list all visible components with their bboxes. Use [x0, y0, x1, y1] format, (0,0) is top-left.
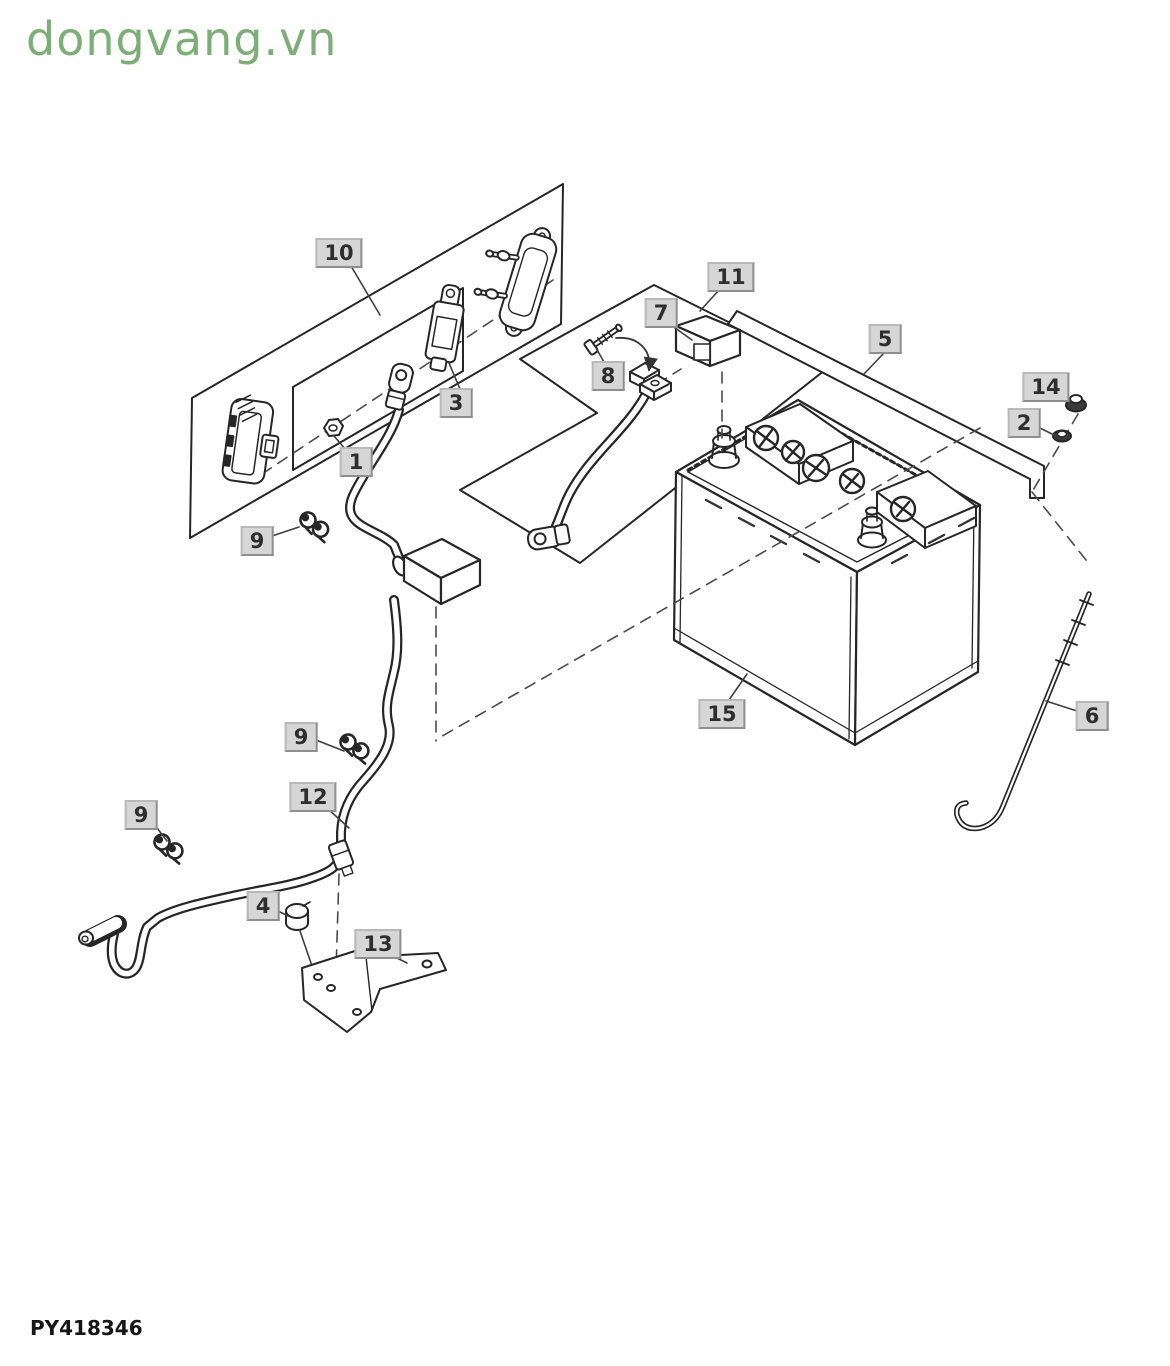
- phillips-screws: [752, 424, 917, 523]
- callout-9-a: 9: [240, 526, 274, 556]
- battery-positive-post: [708, 425, 740, 469]
- cable-12-ring-terminal: [384, 362, 414, 411]
- inline-fuse-box: [392, 537, 482, 606]
- cable-end-boot: [78, 915, 127, 947]
- callout-2: 2: [1007, 408, 1041, 438]
- callout-15: 15: [698, 699, 746, 729]
- callout-6: 6: [1075, 701, 1109, 731]
- callout-9-b: 9: [284, 722, 318, 752]
- watermark-text: dongvang.vn: [26, 12, 338, 66]
- module-connector: [221, 394, 280, 485]
- battery-negative-post: [857, 506, 887, 549]
- callout-8: 8: [591, 361, 625, 391]
- j-bolt-6: [953, 591, 1094, 832]
- battery-face-marks: [704, 498, 976, 565]
- nut-1: [323, 418, 344, 437]
- battery: [672, 398, 982, 747]
- callout-4: 4: [246, 891, 280, 921]
- callout-9-c: 9: [124, 800, 158, 830]
- positive-cable: [526, 362, 672, 551]
- callout-13: 13: [354, 929, 402, 959]
- terminal-block: [473, 227, 558, 337]
- callout-10: 10: [315, 238, 363, 268]
- wing-nut-14: [1065, 394, 1087, 413]
- clip-9-b: [339, 733, 370, 765]
- callout-7: 7: [644, 298, 678, 328]
- callout-1: 1: [339, 447, 373, 477]
- bolt-8: [583, 323, 623, 356]
- grommet-leader-line: [299, 930, 313, 967]
- callout-3: 3: [439, 388, 473, 418]
- callout-14: 14: [1022, 372, 1070, 402]
- callout-5: 5: [868, 324, 902, 354]
- fuse-link-3: [424, 283, 465, 373]
- figure-part-code: PY418346: [30, 1316, 143, 1340]
- clip-9-a: [299, 511, 330, 544]
- callout-12: 12: [289, 782, 337, 812]
- nut-2: [1052, 429, 1072, 443]
- assembly-dashed-lines-right: [335, 368, 1091, 973]
- callout-leader-lines: [153, 265, 1078, 964]
- grommet-4: [285, 901, 311, 931]
- clip-9-c: [153, 833, 184, 865]
- install-direction-arrow: [615, 337, 658, 372]
- cable-12: [78, 362, 482, 979]
- cable-clamp-band: [327, 839, 355, 877]
- positive-cable-ring-terminal: [526, 523, 571, 551]
- bracket-13: [301, 949, 447, 1033]
- terminal-cover-7: [674, 314, 742, 368]
- callout-11: 11: [707, 262, 755, 292]
